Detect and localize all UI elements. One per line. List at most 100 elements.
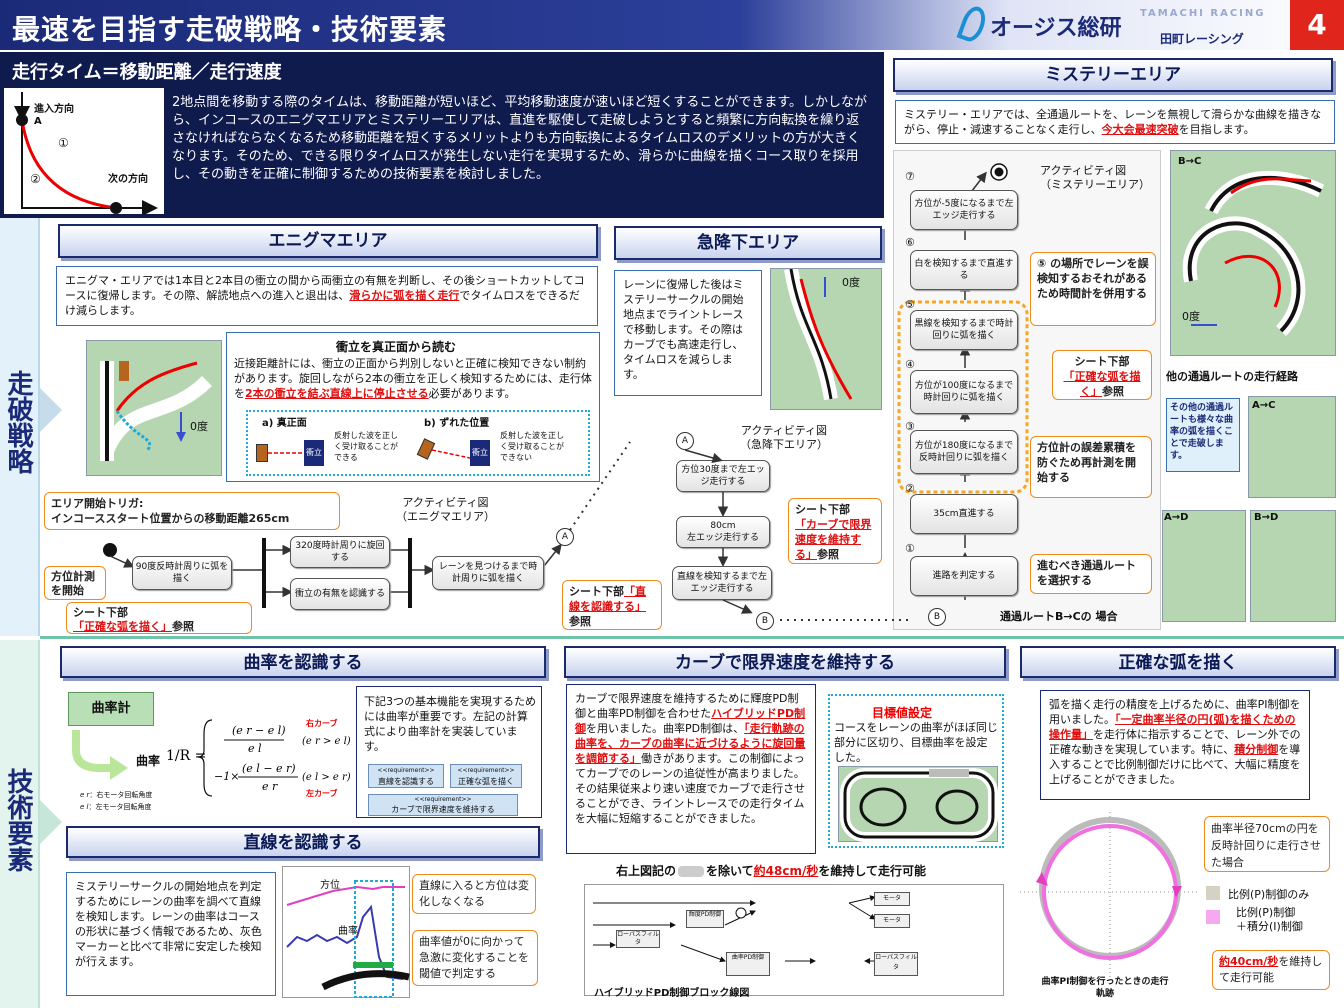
enigma-intro: エニグマ・エリアでは1本目と2本目の衝立の間から両衝立の有無を判断し、その後ショ…	[56, 266, 598, 326]
arc-caption: 曲率PI制御を行ったときの走行軌跡	[1041, 977, 1169, 999]
svg-text:(e l > e r): (e l > e r)	[302, 772, 351, 783]
straight-chart-svg	[286, 880, 410, 998]
arc-text-mid: を走行体に指示することで、レーン外での正確な動きを実現しています。特に、	[1049, 728, 1301, 756]
sidebar-strategy-label: 走破戦略	[3, 370, 33, 474]
enigma-case-a-note: 反射した波を正しく受け取ることができる	[334, 431, 398, 462]
mystery-step-4: 方位が100度になるまで時計回りに弧を描く	[910, 370, 1018, 414]
enigma-note-sheet-red: 「正確な弧を描く」	[73, 620, 172, 633]
svg-text:−1×: −1×	[214, 770, 239, 783]
svg-text:1/R =: 1/R =	[166, 748, 206, 764]
svg-text:(e l − e r): (e l − e r)	[242, 762, 296, 775]
straight-text: ミステリーサークルの開始地点を判定するためにレーンの曲率を調べて直線を検知します…	[66, 872, 276, 996]
curvature-meter: 曲率計	[68, 692, 154, 726]
req-speed-label: カーブで限界速度を維持する	[391, 805, 495, 814]
req-arc-stereotype: <<requirement>>	[457, 767, 515, 774]
sidebar-arrow-icon-2	[40, 800, 62, 844]
descent-node-b: B	[756, 612, 774, 630]
descent-note-curve-pre: シート下部	[795, 503, 850, 516]
descent-act-title: アクティビティ図 （急降下エリア）	[740, 424, 828, 451]
arc-trajectory	[1020, 812, 1200, 978]
mystery-step-num-1: ①	[905, 542, 915, 555]
keep-speed-pre: 右上図記の	[616, 864, 677, 878]
descent-step-1: 方位30度まで左エッジ走行する	[676, 460, 770, 492]
enigma-course-svg	[100, 361, 212, 461]
block-lpf-1: ローパスフィルタ	[616, 930, 660, 948]
mystery-course-svg	[1182, 170, 1325, 336]
intro-title: 走行タイム＝移動距離／走行速度	[12, 62, 282, 83]
curve-speed-text: カーブで限界速度を維持するために輝度PD制御と曲率PD制御を合わせたハイブリッド…	[566, 684, 816, 854]
other-routes-note: その他の通過ルートも様々な曲率の弧を描くことで走破します。	[1166, 398, 1240, 472]
mystery-step-5: 黒線を検知するまで時計回りに弧を描く	[910, 310, 1018, 350]
mystery-caption: 通過ルートB→Cの 場合	[1000, 610, 1118, 623]
req-line-label: 直線を認識する	[378, 777, 434, 786]
svg-text:(e r > e l): (e r > e l)	[302, 736, 351, 747]
arc-title: 正確な弧を描く	[1020, 646, 1336, 678]
route-ac-label: A→C	[1252, 400, 1276, 411]
legend-p: 比例(P)制御のみ	[1228, 888, 1310, 901]
enigma-text-red: 滑らかに弧を描く走行	[349, 289, 460, 302]
mystery-step-2: 35cm直進する	[910, 494, 1018, 534]
enigma-text-post: でタイムロスをできるだけ減らします。	[65, 289, 580, 317]
req-arc: <<requirement>>正確な弧を描く	[450, 764, 522, 788]
arc-speed-post: を維持して走行可能	[1219, 955, 1323, 984]
mystery-title: ミステリーエリア	[893, 58, 1333, 92]
mystery-intro: ミステリー・エリアでは、全通過ルートを、レーンを無視して滑らかな曲線を描きながら…	[895, 100, 1335, 144]
req-speed-stereotype: <<requirement>>	[414, 796, 472, 803]
enigma-note-sheet-pre: シート下部	[73, 606, 128, 619]
sidebar-tech	[0, 640, 40, 1008]
enigma-sub-text-red: 2本の衝立を結ぶ直線上に停止させる	[245, 387, 429, 400]
descent-title: 急降下エリア	[614, 226, 882, 260]
arc-text: 弧を描く走行の精度を上げるために、曲率PI制御を用いました。「一定曲率半径の円(…	[1040, 690, 1310, 800]
mystery-step-3: 方位が180度になるまで反時計回りに弧を描く	[910, 430, 1018, 474]
mystery-act-title: アクティビティ図 （ミステリーエリア）	[1040, 164, 1150, 191]
mystery-step-num-4: ④	[905, 358, 915, 371]
mystery-step-num-5: ⑤	[905, 298, 915, 311]
curvature-right-label: 右カーブ	[306, 719, 338, 728]
enigma-case-a: a) 真正面	[262, 418, 307, 429]
block-motor-2: モータ	[874, 914, 910, 928]
intro-label-a: A	[34, 116, 42, 127]
route-ac-map	[1248, 396, 1336, 498]
straight-curv-label: 曲率	[338, 926, 358, 937]
req-speed: <<requirement>> カーブで限界速度を維持する	[368, 794, 518, 816]
arc-note-radius: 曲率半径70cmの円を反時計回りに走行させた場合	[1204, 816, 1330, 872]
wave-icon	[268, 452, 304, 454]
mystery-note-sheet-red: 「正確な弧を描く」	[1063, 370, 1141, 398]
enigma-flow-lines	[103, 538, 562, 608]
block-caption: ハイブリッドPD制御ブロック線図	[594, 988, 750, 999]
block-pd-lum: 輝度PD制御	[686, 910, 724, 928]
intro-label-b: B	[114, 204, 122, 215]
svg-text:e r: e r	[262, 780, 278, 793]
route-bd-label: B→D	[1254, 512, 1279, 523]
curve-speed-text-mid: を用いました。曲率PD制御は、	[586, 722, 745, 735]
descent-text: レーンに復帰した後はミステリーサークルの開始地点までライントレースで移動します。…	[614, 270, 762, 396]
intro-label-in: 進入方向	[34, 104, 74, 115]
curve-speed-text-red1: ハイブリッドPD制御	[575, 707, 806, 735]
enigma-wall-b: 衝立	[470, 440, 490, 466]
mystery-text-pre: ミステリー・エリアでは、全通過ルートを、レーンを無視して滑らかな曲線を描きながら…	[904, 108, 1322, 136]
arc-speed-red: 約40cm/秒	[1219, 955, 1279, 968]
gray-marker-icon	[678, 866, 705, 877]
block-lpf-2: ローパスフィルタ	[874, 952, 918, 976]
curve-speed-text-post: 働きがあります。この制御によってカーブでのレーンの追従性が高まりました。その結果…	[575, 752, 806, 825]
wave-icon-2	[432, 449, 470, 459]
logo-banner: TAMACHI RACING	[1140, 8, 1266, 19]
robot-icon	[256, 444, 268, 462]
curvature-formula-label: 曲率	[136, 754, 161, 768]
enigma-case-b: b) ずれた位置	[424, 418, 490, 429]
curvature-left-label: 左カーブ	[306, 789, 338, 798]
descent-note-line-pre: シート下部	[569, 585, 624, 598]
svg-text:e l: e l	[248, 742, 262, 755]
legend-pi-swatch	[1206, 910, 1220, 924]
straight-note-2: 曲率値が0に向かって急激に変化することを閾値で判定する	[412, 930, 538, 986]
enigma-step-2b: 衝立の有無を認識する	[290, 578, 390, 610]
route-bd-map	[1250, 510, 1336, 622]
mystery-route-label: B→C	[1178, 156, 1202, 167]
sidebar-arrow-icon	[40, 388, 62, 432]
page-title: 最速を目指す走破戦略・技術要素	[12, 13, 448, 46]
enigma-step-1: 90度反時計周りに弧を描く	[132, 556, 232, 590]
other-routes-title: 他の通過ルートの走行経路	[1166, 370, 1298, 383]
keep-speed-red: 約48cm/秒	[753, 864, 819, 878]
descent-step-3: 直線を検知するまで左エッジ走行する	[672, 566, 772, 600]
intro-text: 2地点間を移動する際のタイムは、移動距離が短いほど、平均移動速度が速いほど短くす…	[172, 95, 868, 182]
